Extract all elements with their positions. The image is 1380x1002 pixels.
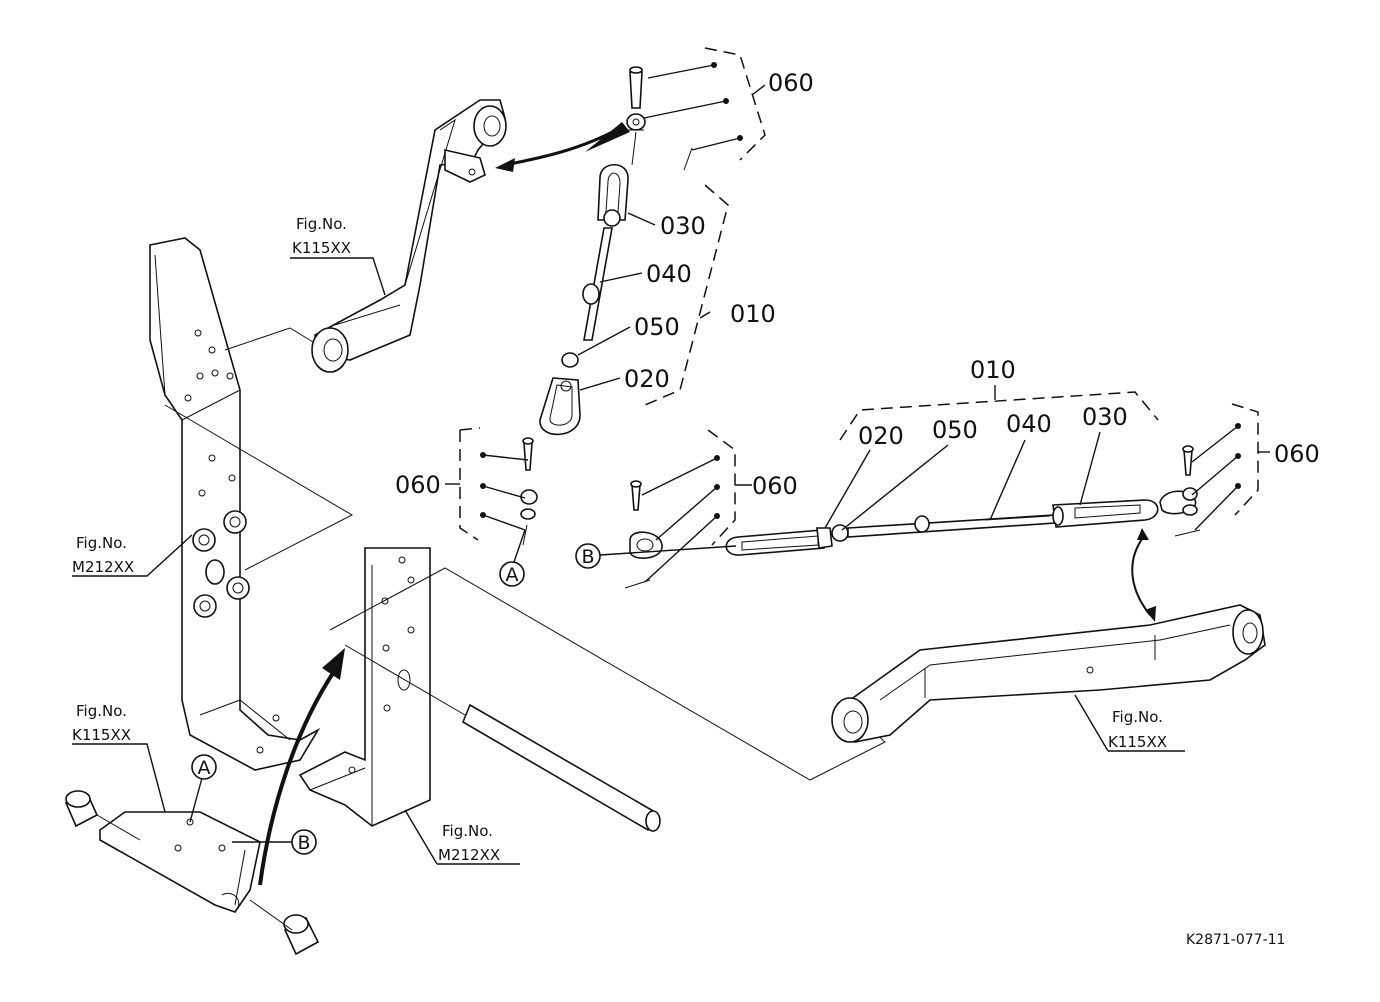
- label-060-right: 060: [1274, 440, 1320, 468]
- drawing-code: K2871-077-11: [1186, 932, 1285, 948]
- turnbuckle-horizontal: [725, 499, 1159, 556]
- ref-marker-b-bottom-text: B: [297, 832, 310, 854]
- projection-lines: [164, 327, 886, 781]
- fig-ref-left-mid-code: M212XX: [72, 558, 134, 576]
- lift-arm-lower: [831, 604, 1266, 743]
- label-040-top: 040: [646, 260, 692, 288]
- label-020-top: 020: [624, 365, 670, 393]
- label-060-left: 060: [395, 471, 441, 499]
- frame-bracket-left: [149, 237, 321, 771]
- label-030-top: 030: [660, 212, 706, 240]
- label-050-right: 050: [932, 416, 978, 444]
- ref-marker-a-top-text: A: [506, 564, 519, 586]
- arrow-mount-plate: [258, 648, 345, 886]
- arrow-lower-arm: [1131, 528, 1156, 622]
- label-030-right: 030: [1082, 403, 1128, 431]
- ref-marker-a-bottom: A: [191, 754, 217, 780]
- label-060-top: 060: [768, 69, 814, 97]
- label-050-top: 050: [634, 313, 680, 341]
- ref-marker-b-mid-text: B: [581, 546, 594, 568]
- ref-marker-a-top: A: [499, 561, 525, 587]
- label-060-mid: 060: [752, 472, 798, 500]
- label-010-top: 010: [730, 300, 776, 328]
- ref-marker-b-mid: B: [575, 543, 601, 569]
- fig-ref-bottom-mid-code: M212XX: [438, 846, 500, 864]
- fig-ref-top-left-code: K115XX: [292, 239, 351, 257]
- frame-bracket-center: [298, 547, 661, 832]
- turnbuckle-vertical: [539, 66, 693, 436]
- pin-set-right: [1159, 445, 1201, 537]
- fig-ref-right-code: K115XX: [1108, 733, 1167, 751]
- fig-ref-bottom-left-title: Fig.No.: [76, 702, 127, 720]
- label-010-right: 010: [970, 356, 1016, 384]
- arrow-upper-arm: [495, 122, 630, 172]
- leader-lines: [72, 64, 1270, 865]
- fig-ref-bottom-left-code: K115XX: [72, 726, 131, 744]
- lift-arm-upper: [311, 99, 507, 373]
- fig-ref-right-title: Fig.No.: [1112, 708, 1163, 726]
- fig-ref-top-left-title: Fig.No.: [296, 215, 347, 233]
- fig-ref-left-mid-title: Fig.No.: [76, 534, 127, 552]
- label-040-right: 040: [1006, 410, 1052, 438]
- ref-marker-b-bottom: B: [291, 829, 317, 855]
- ref-marker-a-bottom-text: A: [198, 757, 211, 779]
- mount-plate-bottom-left: [64, 790, 320, 956]
- fig-ref-bottom-mid-title: Fig.No.: [442, 822, 493, 840]
- label-020-right: 020: [858, 422, 904, 450]
